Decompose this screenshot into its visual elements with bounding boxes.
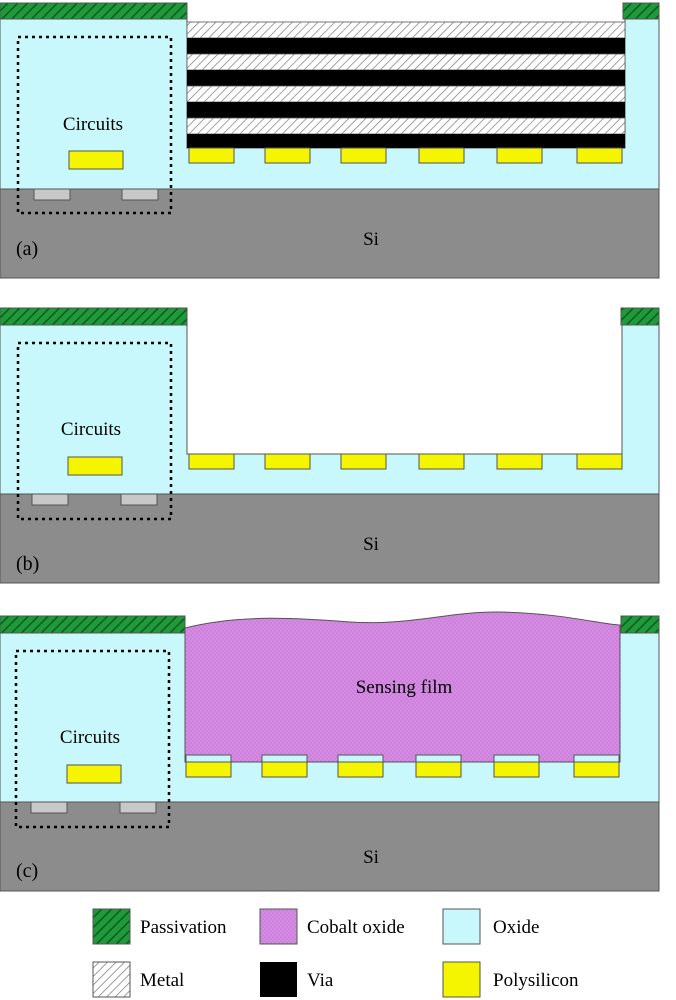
legend-swatch-passivation: [92, 908, 131, 945]
metal-via-stack: [186, 21, 626, 148]
substrate-si: [0, 188, 660, 279]
legend-swatch-polysilicon: [442, 961, 481, 998]
panel-tag: (b): [16, 553, 39, 575]
circuit-label: Circuits: [63, 114, 123, 135]
legend-swatch-metal: [92, 961, 131, 998]
substrate-label: Si: [363, 534, 379, 555]
legend-label: Metal: [140, 970, 184, 991]
legend-label: Via: [307, 970, 334, 991]
circuit-polysilicon-gate: [67, 456, 123, 476]
electrode-contact-pads: [185, 754, 620, 763]
legend-swatch-oxide: [442, 908, 481, 945]
legend-label: Passivation: [140, 917, 227, 938]
passivation-left: [0, 615, 186, 634]
sensing-film-label: Sensing film: [356, 677, 453, 698]
legend-item-polysilicon: Polysilicon: [442, 961, 579, 998]
substrate-label: Si: [363, 847, 379, 868]
circuit-polysilicon-gate: [66, 764, 122, 784]
panel-b: Circuits Si (b): [0, 307, 660, 584]
circuit-region-outline: [14, 649, 171, 829]
legend-item-metal: Metal: [92, 961, 184, 998]
sensing-film: [184, 611, 621, 763]
diffusion-pad-left: [33, 188, 71, 201]
legend-item-passivation: Passivation: [92, 908, 227, 945]
substrate-label: Si: [363, 229, 379, 250]
circuit-label: Circuits: [60, 727, 120, 748]
panel-a: Circuits Si (a): [0, 2, 660, 279]
substrate-si: [0, 801, 660, 892]
polysilicon-electrodes: [188, 147, 623, 164]
legend-swatch-via: [260, 962, 297, 997]
passivation-right: [620, 307, 660, 326]
diffusion-pad-left: [30, 801, 68, 814]
circuit-polysilicon-gate: [68, 150, 124, 170]
polysilicon-electrodes: [185, 761, 620, 778]
passivation-left: [0, 307, 188, 326]
diffusion-pad-right: [119, 801, 157, 814]
passivation-left: [0, 2, 188, 20]
legend-label: Oxide: [493, 917, 539, 938]
legend-swatch-cobalt-oxide: [259, 908, 298, 945]
circuit-region-outline: [16, 35, 173, 215]
circuit-region-outline: [16, 341, 173, 521]
diffusion-pad-left: [31, 493, 69, 506]
substrate-si: [0, 493, 660, 584]
panel-tag: (a): [16, 238, 38, 260]
circuit-label: Circuits: [61, 419, 121, 440]
panel-c: Sensing film Circuits Si (c): [0, 611, 660, 892]
diffusion-pad-right: [120, 493, 158, 506]
legend-item-cobalt-oxide: Cobalt oxide: [259, 908, 405, 945]
legend-label: Cobalt oxide: [307, 917, 405, 938]
passivation-right: [622, 2, 660, 20]
passivation-right: [620, 615, 660, 634]
panel-tag: (c): [16, 860, 38, 882]
legend-item-via: Via: [260, 962, 334, 997]
legend-label: Polysilicon: [493, 970, 579, 991]
polysilicon-electrodes: [188, 453, 623, 470]
diffusion-pad-right: [121, 188, 159, 201]
legend: Passivation Cobalt oxide Oxide Metal Via…: [92, 908, 579, 998]
legend-item-oxide: Oxide: [442, 908, 539, 945]
